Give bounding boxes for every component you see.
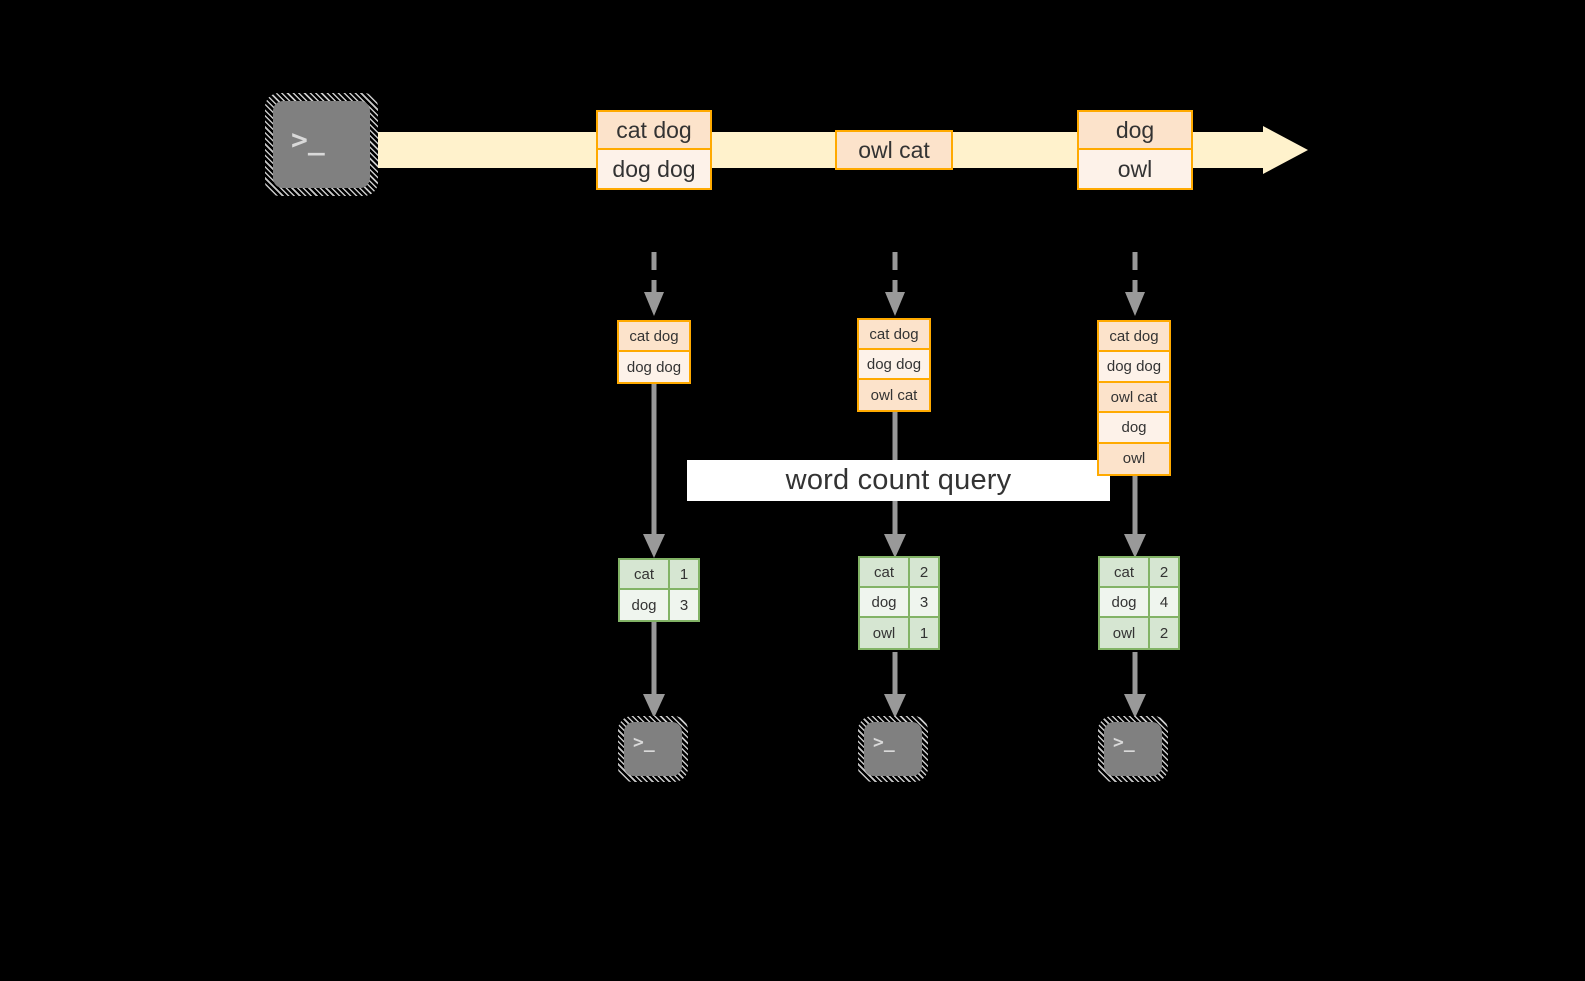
terminal-body — [273, 101, 370, 188]
table-row: cat 2 — [1100, 558, 1178, 589]
snapshot-input-line: owl — [1099, 443, 1169, 474]
table-row: dog 3 — [620, 590, 698, 620]
table-row: dog 4 — [1100, 588, 1178, 619]
terminal-prompt-glyph: >_ — [291, 123, 325, 156]
query-connector — [1124, 474, 1146, 558]
stream-record-line: owl cat — [837, 132, 951, 168]
source-terminal-icon[interactable]: >_ — [265, 93, 378, 196]
word-cell: cat — [860, 558, 910, 587]
snapshot-tap-connector — [644, 252, 664, 316]
terminal-body — [624, 722, 682, 776]
count-cell: 3 — [919, 593, 929, 611]
word-cell: dog — [860, 588, 910, 617]
sink-connector — [884, 652, 906, 718]
snapshot-input-line: cat dog — [1099, 322, 1169, 353]
snapshot-input-line: owl cat — [859, 380, 929, 410]
snapshot-tap-connector — [1125, 252, 1145, 316]
snapshot-input-line: cat dog — [619, 322, 689, 353]
snapshot-tap-connector — [885, 252, 905, 316]
table-row: cat 1 — [620, 560, 698, 591]
query-label-band: word count query — [687, 460, 1110, 501]
word-cell: dog — [1100, 588, 1150, 617]
word-cell: owl — [860, 618, 910, 648]
count-cell: 2 — [1159, 624, 1169, 642]
sink-terminal-icon[interactable]: >_ — [858, 716, 928, 782]
table-row: owl 2 — [1100, 618, 1178, 648]
snapshot-input-line: owl cat — [1099, 382, 1169, 414]
snapshot-input-table[interactable]: cat dog dog dog — [617, 320, 691, 384]
stream-record[interactable]: owl cat — [835, 130, 953, 170]
count-cell: 1 — [919, 624, 929, 642]
count-cell: 3 — [679, 596, 689, 614]
query-label: word count query — [785, 464, 1012, 496]
count-cell: 2 — [1159, 563, 1169, 581]
stream-record[interactable]: cat dog dog dog — [596, 110, 712, 190]
sink-connector — [643, 622, 665, 718]
word-cell: owl — [1100, 618, 1150, 648]
terminal-body — [864, 722, 922, 776]
snapshot-input-line: dog dog — [1099, 352, 1169, 383]
word-cell: dog — [620, 590, 670, 620]
snapshot-input-table[interactable]: cat dog dog dog owl cat — [857, 318, 931, 412]
word-count-result-table[interactable]: cat 1 dog 3 — [618, 558, 700, 622]
word-cell: cat — [620, 560, 670, 589]
table-row: dog 3 — [860, 588, 938, 619]
snapshot-input-line: cat dog — [859, 320, 929, 351]
terminal-body — [1104, 722, 1162, 776]
snapshot-input-table[interactable]: cat dog dog dog owl cat dog owl — [1097, 320, 1171, 476]
snapshot-input-line: dog dog — [859, 350, 929, 381]
stream-record-line: dog dog — [598, 150, 710, 188]
count-cell: 2 — [919, 563, 929, 581]
terminal-prompt-glyph: >_ — [633, 732, 655, 753]
snapshot-input-line: dog — [1099, 413, 1169, 444]
query-connector — [643, 384, 665, 558]
count-cell: 4 — [1159, 593, 1169, 611]
terminal-prompt-glyph: >_ — [1113, 732, 1135, 753]
stream-record[interactable]: dog owl — [1077, 110, 1193, 190]
sink-connector — [1124, 652, 1146, 718]
snapshot-input-line: dog dog — [619, 352, 689, 382]
count-cell: 1 — [679, 565, 689, 583]
sink-terminal-icon[interactable]: >_ — [1098, 716, 1168, 782]
word-count-result-table[interactable]: cat 2 dog 4 owl 2 — [1098, 556, 1180, 650]
sink-terminal-icon[interactable]: >_ — [618, 716, 688, 782]
word-cell: cat — [1100, 558, 1150, 587]
stream-record-line: cat dog — [598, 112, 710, 150]
stream-record-line: owl — [1079, 150, 1191, 188]
table-row: cat 2 — [860, 558, 938, 589]
table-row: owl 1 — [860, 618, 938, 648]
word-count-result-table[interactable]: cat 2 dog 3 owl 1 — [858, 556, 940, 650]
stream-record-line: dog — [1079, 112, 1191, 150]
terminal-prompt-glyph: >_ — [873, 732, 895, 753]
